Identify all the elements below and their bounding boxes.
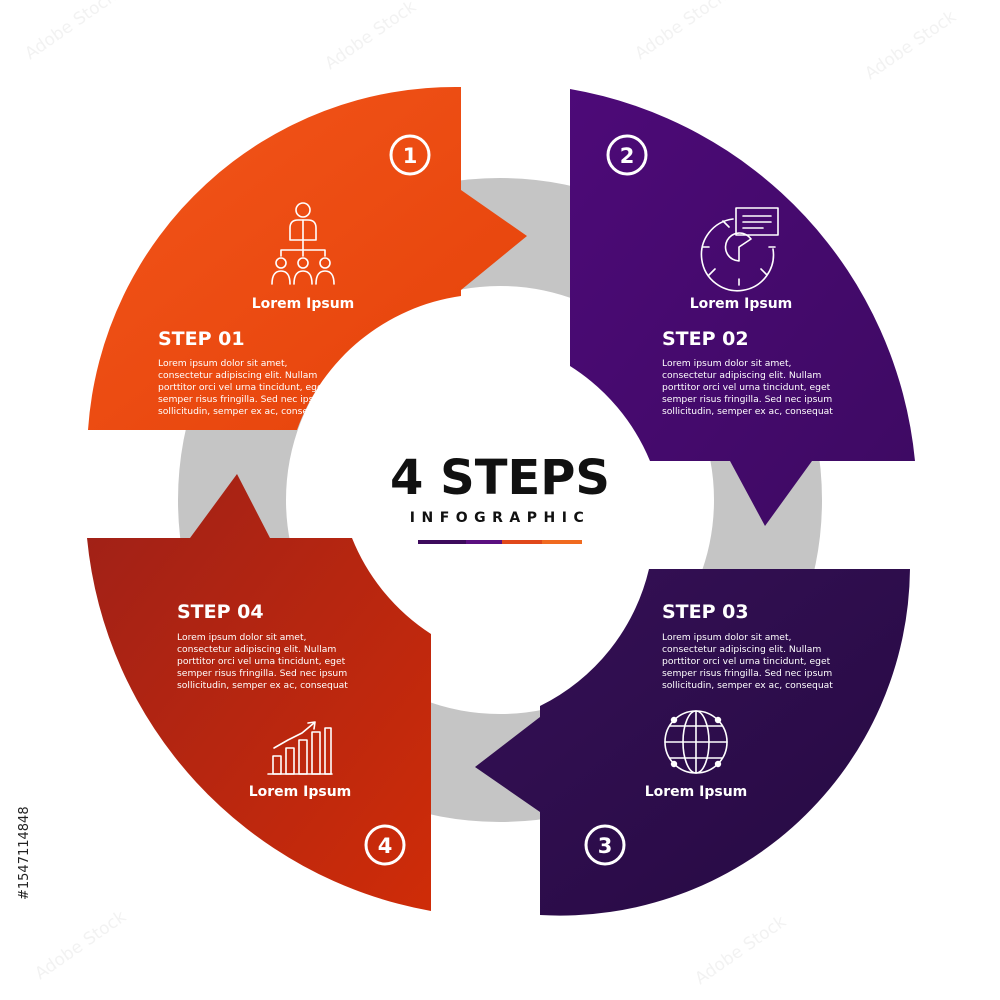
step-4-icon-label: Lorem Ipsum (249, 784, 352, 800)
step-4-segment (87, 474, 431, 911)
step-4-number: 4 (378, 834, 393, 858)
step-2-body-line: consectetur adipiscing elit. Nullam (662, 370, 821, 381)
step-3-body-line: semper risus fringilla. Sed nec ipsum (662, 668, 832, 679)
step-1-body-line: consectetur adipiscing elit. Nullam (158, 370, 317, 381)
divider-segment-2 (466, 540, 502, 544)
step-3-number-badge (584, 824, 626, 866)
watermark-text: Adobe Stock (321, 0, 420, 74)
watermark-text: Adobe Stock (31, 907, 130, 984)
step-2-title: STEP 02 (662, 328, 749, 350)
step-4-body-line: semper risus fringilla. Sed nec ipsum (177, 668, 347, 679)
bar-chart-growth-icon (267, 721, 333, 775)
step-3-content: STEP 03 Lorem ipsum dolor sit amet, cons… (584, 601, 833, 866)
watermark-text: Adobe Stock (861, 7, 960, 84)
step-1-title: STEP 01 (158, 328, 245, 350)
step-3-body-line: consectetur adipiscing elit. Nullam (662, 644, 821, 655)
watermark-text: Adobe Stock (691, 912, 790, 989)
step-1-body-line: Lorem ipsum dolor sit amet, (158, 358, 288, 369)
divider-segment-1 (418, 540, 466, 544)
subtitle: INFOGRAPHIC (410, 510, 590, 526)
step-2-content: 2 Lorem Ipsum STEP 02 Lorem ipsum dolor … (606, 134, 833, 417)
step-1-number: 1 (403, 144, 418, 168)
watermark-text: Adobe Stock (21, 0, 120, 64)
step-1-body-line: porttitor orci vel urna tincidunt, eget (158, 382, 327, 393)
step-1-content: 1 Lorem Ipsum STEP 01 Lorem ipsum dolor … (158, 134, 431, 417)
step-2-body-line: porttitor orci vel urna tincidunt, eget (662, 382, 831, 393)
step-2-segment (570, 89, 915, 526)
step-3-body-line: porttitor orci vel urna tincidunt, eget (662, 656, 831, 667)
stock-id: #1547114848 (17, 806, 32, 900)
divider-segment-4 (542, 540, 582, 544)
step-4-body-line: consectetur adipiscing elit. Nullam (177, 644, 336, 655)
step-2-body-line: sollicitudin, semper ex ac, consequat (662, 406, 833, 417)
step-4-title: STEP 04 (177, 601, 264, 623)
main-title: 4 STEPS (390, 450, 610, 506)
watermark-text: Adobe Stock (631, 0, 730, 64)
step-2-number-badge (606, 134, 648, 176)
globe-network-icon (664, 710, 728, 774)
step-3-body-line: sollicitudin, semper ex ac, consequat (662, 680, 833, 691)
center-title: 4 STEPS INFOGRAPHIC (390, 450, 610, 544)
step-3-body-line: Lorem ipsum dolor sit amet, (662, 632, 792, 643)
gear-presentation-icon (700, 207, 779, 292)
step-2-body-line: Lorem ipsum dolor sit amet, (662, 358, 792, 369)
step-2-number: 2 (620, 144, 635, 168)
step-1-number-badge (389, 134, 431, 176)
organization-chart-icon (271, 202, 335, 285)
step-1-icon-label: Lorem Ipsum (252, 296, 355, 312)
step-3-title: STEP 03 (662, 601, 749, 623)
step-4-content: STEP 04 Lorem ipsum dolor sit amet, cons… (177, 601, 406, 866)
divider-segment-3 (502, 540, 542, 544)
step-4-body-line: porttitor orci vel urna tincidunt, eget (177, 656, 346, 667)
step-1-body-line: sollicitudin, semper ex ac, consequat (158, 406, 329, 417)
step-4-body-line: sollicitudin, semper ex ac, consequat (177, 680, 348, 691)
step-4-body-line: Lorem ipsum dolor sit amet, (177, 632, 307, 643)
step-2-body-line: semper risus fringilla. Sed nec ipsum (662, 394, 832, 405)
step-4-number-badge (364, 824, 406, 866)
step-3-number: 3 (598, 834, 613, 858)
step-3-icon-label: Lorem Ipsum (645, 784, 748, 800)
step-2-icon-label: Lorem Ipsum (690, 296, 793, 312)
step-1-body-line: semper risus fringilla. Sed nec ipsum (158, 394, 328, 405)
